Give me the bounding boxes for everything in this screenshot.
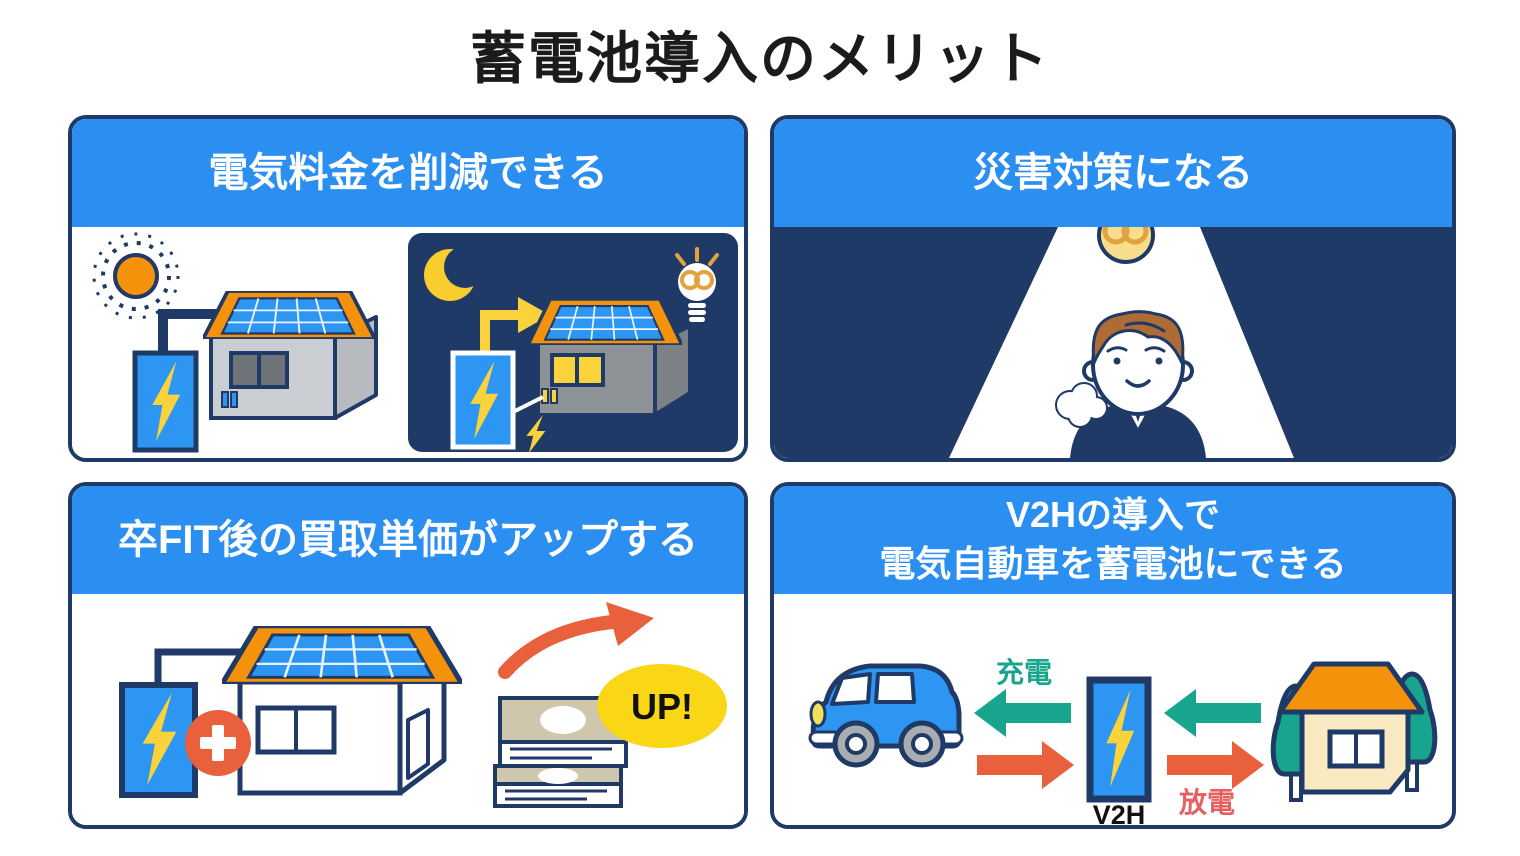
page-title: 蓄電池導入のメリット [470, 27, 1050, 90]
door [406, 708, 430, 780]
sigh-cloud-icon [1055, 382, 1108, 428]
panel-fit-title: 卒FIT後の買取単価がアップする [118, 518, 698, 562]
plus-icon [185, 710, 251, 776]
person-icon [1070, 310, 1206, 458]
sun-icon [92, 232, 180, 320]
v2h-label: V2H [1093, 800, 1146, 825]
hair [1091, 310, 1185, 365]
panel-fit-body: UP! [72, 594, 744, 825]
house-night-icon [528, 299, 692, 417]
panel-disaster: 災害対策になる [770, 115, 1456, 462]
arrow-right-icon [480, 297, 550, 367]
power-cable [512, 395, 544, 414]
car-icon [808, 663, 964, 768]
money-stack-icon [493, 696, 628, 808]
panels-grid: 電気料金を削減できる [68, 115, 1456, 829]
house-v2h-icon [1270, 661, 1438, 802]
panel-electric-bill-body [72, 227, 744, 458]
up-arrow-icon [498, 602, 654, 679]
panel-disaster-title: 災害対策になる [973, 151, 1253, 195]
electric-bill-illustration [92, 232, 738, 453]
charge-label: 充電 [996, 656, 1052, 688]
house-day-icon [203, 291, 378, 420]
panel-fit-header: 卒FIT後の買取単価がアップする [72, 486, 744, 594]
v2h-illustration: 充電 放電 V2H [808, 656, 1438, 825]
charge-arrow-right-icon [1164, 689, 1261, 737]
lightbulb-icon [675, 247, 719, 322]
roof [1277, 661, 1425, 715]
discharge-label: 放電 [1178, 786, 1235, 818]
night-scene [408, 233, 738, 453]
panel-electric-bill-header: 電気料金を削減できる [72, 119, 744, 227]
moon-icon [424, 246, 486, 301]
disaster-illustration [774, 227, 1452, 458]
panel-electric-bill: 電気料金を削減できる [68, 115, 748, 462]
panel-v2h: V2Hの導入で 電気自動車を蓄電池にできる [770, 482, 1456, 829]
panel-electric-bill-title: 電気料金を削減できる [208, 151, 608, 195]
fit-illustration: UP! [119, 602, 727, 808]
lightbulb-top-icon [1097, 227, 1155, 264]
day-scene [92, 232, 378, 453]
panel-disaster-header: 災害対策になる [774, 119, 1452, 227]
panel-v2h-body: 充電 放電 V2H [774, 594, 1452, 825]
power-cable [154, 648, 243, 685]
battery-icon [119, 682, 198, 798]
panel-v2h-header: V2Hの導入で 電気自動車を蓄電池にできる [774, 486, 1452, 594]
up-label: UP! [631, 686, 693, 727]
panel-fit: 卒FIT後の買取単価がアップする [68, 482, 748, 829]
house-icon [222, 626, 462, 796]
discharge-arrow-left-icon [977, 741, 1074, 789]
v2h-battery-icon [1086, 676, 1152, 803]
panel-disaster-body [774, 227, 1452, 458]
charge-arrow-left-icon [974, 689, 1071, 737]
battery-day-icon [132, 350, 199, 453]
panel-v2h-title: V2Hの導入で 電気自動車を蓄電池にできる [879, 494, 1347, 584]
up-badge: UP! [597, 664, 727, 748]
discharge-arrow-right-icon [1167, 741, 1264, 789]
battery-night-icon [450, 350, 516, 450]
